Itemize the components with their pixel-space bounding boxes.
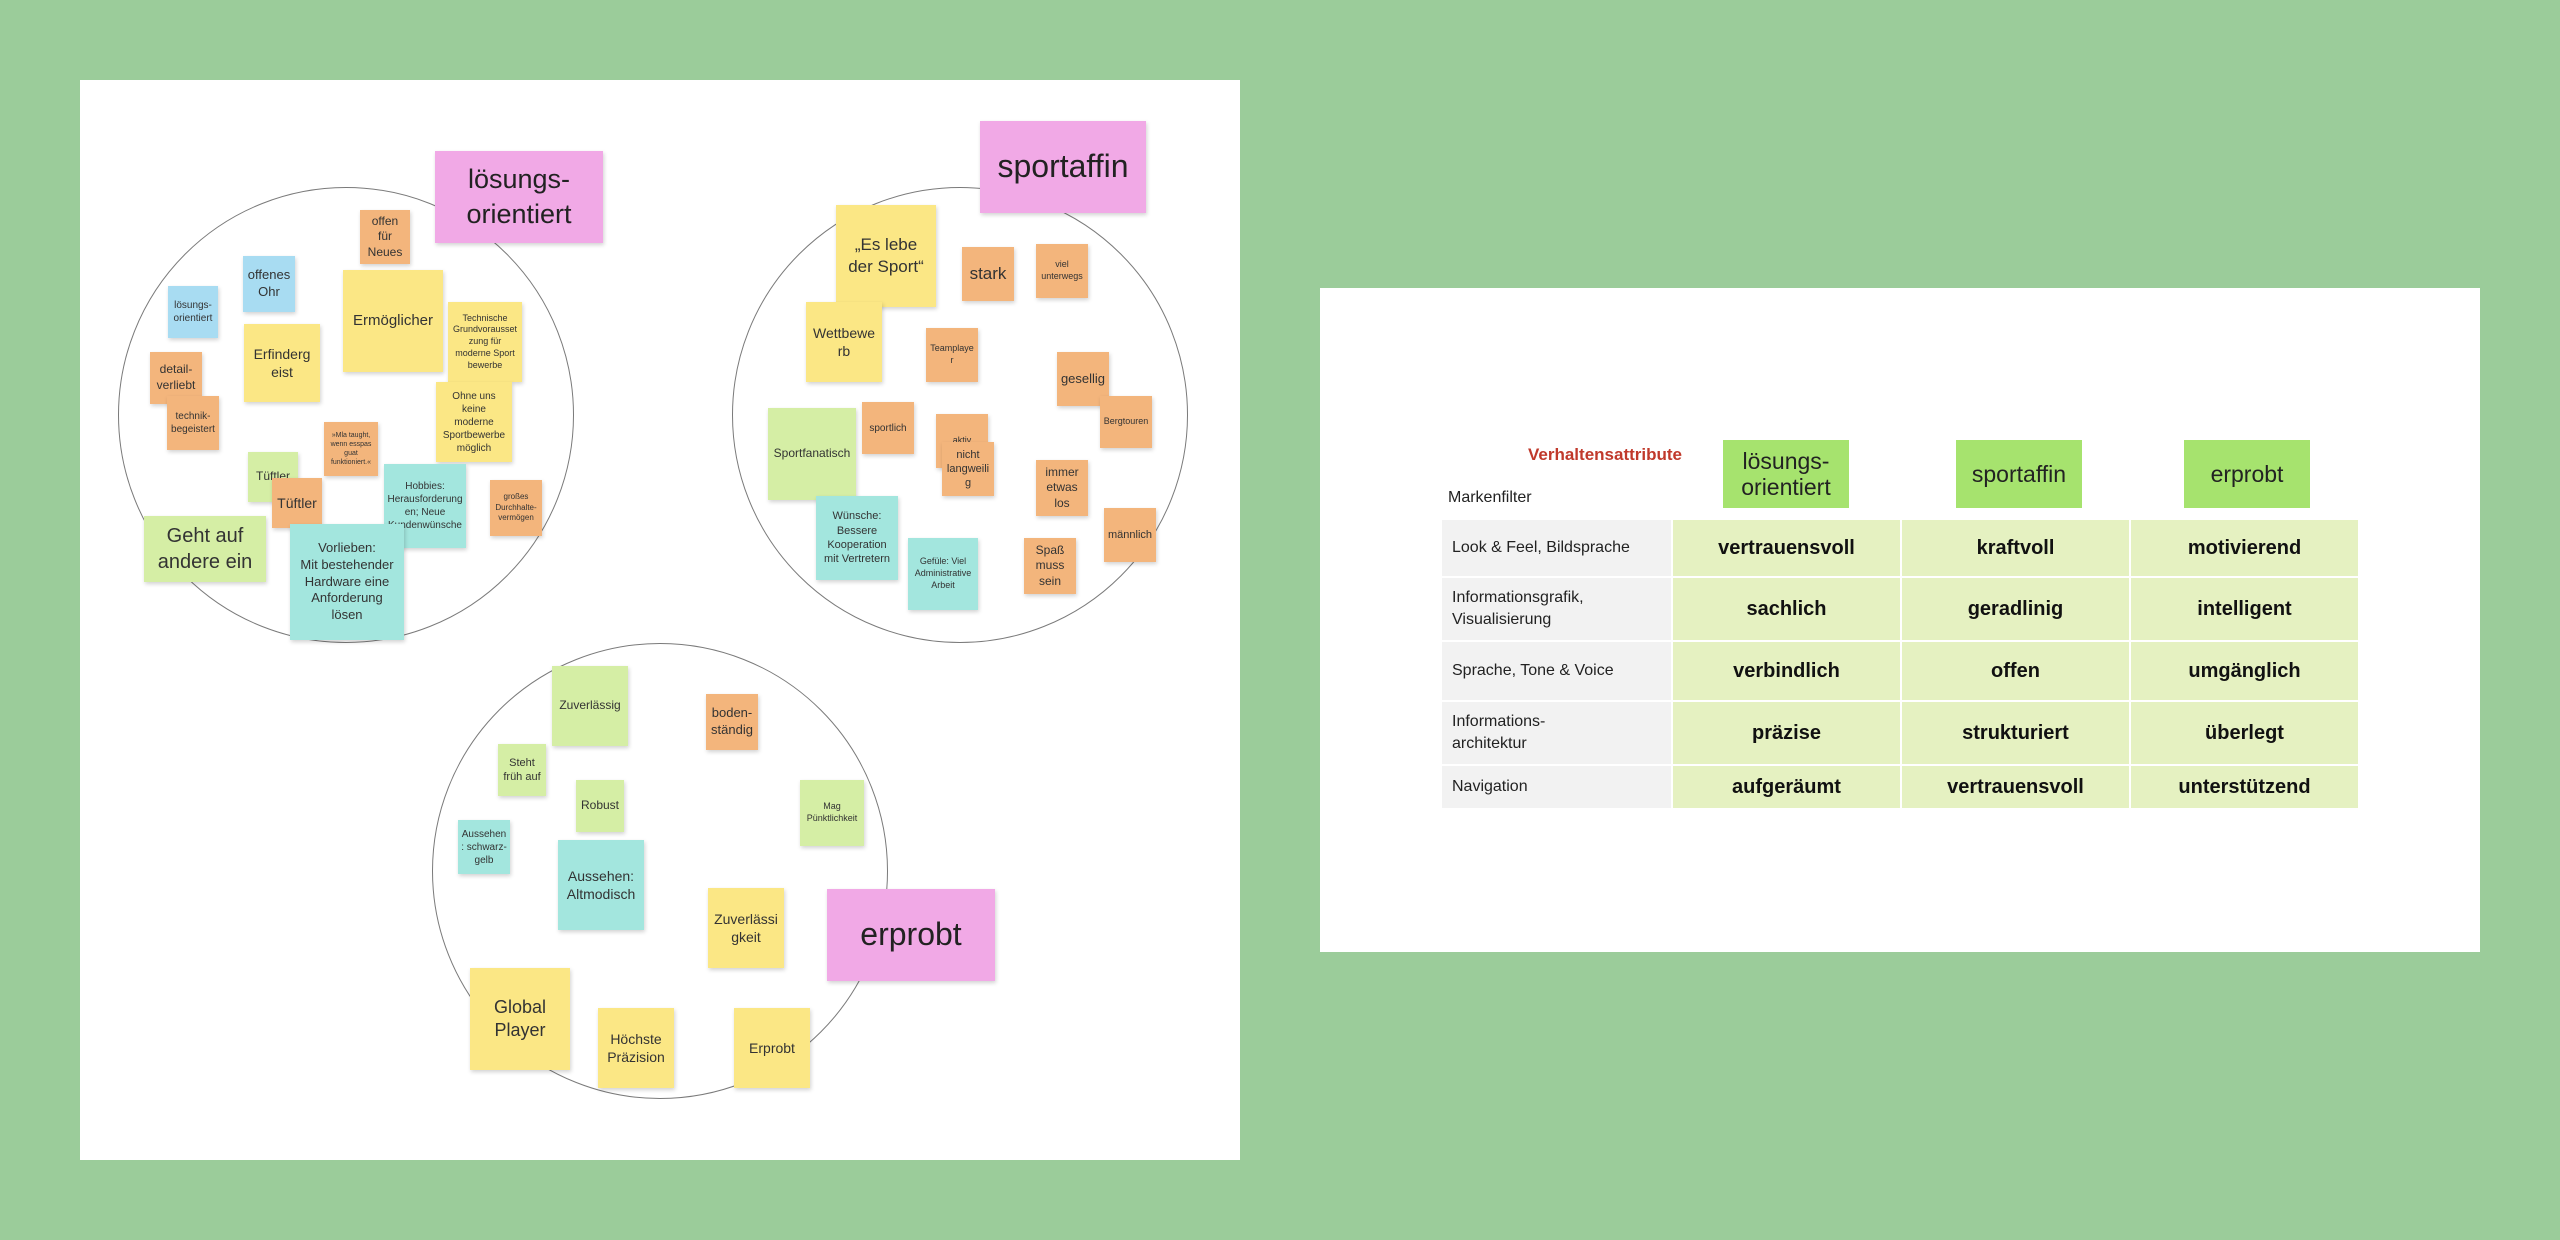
table-cell: intelligent bbox=[2131, 578, 2358, 640]
sticky-note[interactable]: großes Durchhalte- vermögen bbox=[490, 480, 542, 536]
sticky-note[interactable]: offenes Ohr bbox=[243, 256, 295, 312]
sticky-note[interactable]: technik- begeistert bbox=[167, 396, 219, 450]
sticky-note[interactable]: Zuverlässi gkeit bbox=[708, 888, 784, 968]
sticky-note[interactable]: detail- verliebt bbox=[150, 352, 202, 404]
sticky-note[interactable]: Wünsche: Bessere Kooperation mit Vertret… bbox=[816, 496, 898, 580]
sticky-note[interactable]: Ohne uns keine moderne Sportbewerbe mögl… bbox=[436, 382, 512, 462]
sticky-note[interactable]: gesellig bbox=[1057, 352, 1109, 406]
table-cell: vertrauensvoll bbox=[1902, 766, 2129, 808]
row-label-sprache: Sprache, Tone & Voice bbox=[1442, 642, 1671, 700]
cluster-header-erprobt[interactable]: erprobt bbox=[827, 889, 995, 981]
column-header-erprobt[interactable]: erprobt bbox=[2184, 440, 2310, 508]
cluster-header-loesungsorientiert[interactable]: lösungs- orientiert bbox=[435, 151, 603, 243]
sticky-note[interactable]: Aussehen : schwarz- gelb bbox=[458, 820, 510, 874]
sticky-note[interactable]: immer etwas los bbox=[1036, 460, 1088, 516]
sticky-note[interactable]: Höchste Präzision bbox=[598, 1008, 674, 1088]
column-header-sportaffin[interactable]: sportaffin bbox=[1956, 440, 2082, 508]
sticky-note[interactable]: »Mla taught, wenn esspas guat funktionie… bbox=[324, 422, 378, 476]
table-cell: aufgeräumt bbox=[1673, 766, 1900, 808]
table-cell: motivierend bbox=[2131, 520, 2358, 576]
table-cell: präzise bbox=[1673, 702, 1900, 764]
sticky-note[interactable]: boden- ständig bbox=[706, 694, 758, 750]
sticky-note[interactable]: Aussehen: Altmodisch bbox=[558, 840, 644, 930]
sticky-note[interactable]: offen für Neues bbox=[360, 210, 410, 264]
sticky-note[interactable]: Steht früh auf bbox=[498, 744, 546, 796]
sticky-note[interactable]: Global Player bbox=[470, 968, 570, 1070]
cluster-circle-loesungsorientiert bbox=[118, 187, 574, 643]
whiteboard-left[interactable]: offen für Neues offenes Ohr lösungs- ori… bbox=[80, 80, 1240, 1160]
table-cell: verbindlich bbox=[1673, 642, 1900, 700]
table-title: Verhaltensattribute bbox=[1528, 445, 1682, 464]
table-cell: strukturiert bbox=[1902, 702, 2129, 764]
table-cell: offen bbox=[1902, 642, 2129, 700]
table-cell: unterstützend bbox=[2131, 766, 2358, 808]
table-cell: umgänglich bbox=[2131, 642, 2358, 700]
sticky-note[interactable]: „Es lebe der Sport“ bbox=[836, 205, 936, 307]
sticky-note[interactable]: lösungs- orientiert bbox=[168, 286, 218, 338]
cluster-circle-sportaffin bbox=[732, 187, 1188, 643]
table-cell: geradlinig bbox=[1902, 578, 2129, 640]
sticky-note[interactable]: Bergtouren bbox=[1100, 396, 1152, 448]
table-cell: überlegt bbox=[2131, 702, 2358, 764]
table-cell: vertrauensvoll bbox=[1673, 520, 1900, 576]
filter-label: Markenfilter bbox=[1448, 489, 1532, 506]
sticky-note[interactable]: Spaß muss sein bbox=[1024, 538, 1076, 594]
sticky-note[interactable]: Geht auf andere ein bbox=[144, 516, 266, 582]
sticky-note[interactable]: Sportfanatisch bbox=[768, 408, 856, 500]
sticky-note[interactable]: Mag Pünktlichkeit bbox=[800, 780, 864, 846]
sticky-note[interactable]: viel unterwegs bbox=[1036, 244, 1088, 298]
sticky-note[interactable]: nicht langweilig bbox=[942, 442, 994, 496]
sticky-note[interactable]: Erfinderg eist bbox=[244, 324, 320, 402]
sticky-note[interactable]: stark bbox=[962, 247, 1014, 301]
row-label-informationsarchitektur: Informations- architektur bbox=[1442, 702, 1671, 764]
table-cell: sachlich bbox=[1673, 578, 1900, 640]
sticky-note[interactable]: Robust bbox=[576, 780, 624, 832]
cluster-header-sportaffin[interactable]: sportaffin bbox=[980, 121, 1146, 213]
sticky-note[interactable]: Vorlieben: Mit bestehender Hardware eine… bbox=[290, 524, 404, 640]
whiteboard-right[interactable]: Verhaltensattribute Markenfilter lösungs… bbox=[1320, 288, 2480, 952]
sticky-note[interactable]: Tüftler bbox=[272, 478, 322, 528]
sticky-note[interactable]: Wettbewe rb bbox=[806, 302, 882, 382]
sticky-note[interactable]: Zuverlässig bbox=[552, 666, 628, 746]
row-label-informationsgrafik: Informationsgrafik, Visualisierung bbox=[1442, 578, 1671, 640]
sticky-note[interactable]: Gefüle: Viel Administrative Arbeit bbox=[908, 538, 978, 610]
column-header-loesungsorientiert[interactable]: lösungs- orientiert bbox=[1723, 440, 1849, 508]
sticky-note[interactable]: sportlich bbox=[862, 402, 914, 454]
table-cell: kraftvoll bbox=[1902, 520, 2129, 576]
sticky-note[interactable]: männlich bbox=[1104, 508, 1156, 562]
cluster-circle-erprobt bbox=[432, 643, 888, 1099]
sticky-note[interactable]: Teamplayer bbox=[926, 328, 978, 382]
sticky-note[interactable]: Technische Grundvorausset zung für moder… bbox=[448, 302, 522, 382]
sticky-note[interactable]: Ermöglicher bbox=[343, 270, 443, 372]
row-label-look-feel: Look & Feel, Bildsprache bbox=[1442, 520, 1671, 576]
row-label-navigation: Navigation bbox=[1442, 766, 1671, 808]
sticky-note[interactable]: Erprobt bbox=[734, 1008, 810, 1088]
